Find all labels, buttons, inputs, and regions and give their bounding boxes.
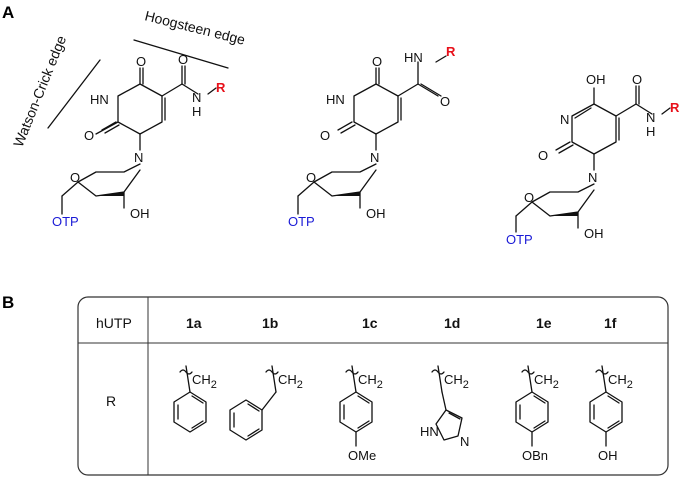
substituent-1f: CH2 OH xyxy=(589,365,633,463)
n-1d: N xyxy=(460,434,469,449)
substituent-table: hUTP 1a 1b 1c 1d 1e 1f R CH2 CH2 xyxy=(77,296,669,476)
atom-o-c2-1: O xyxy=(84,128,94,143)
substituent-1b: CH2 xyxy=(229,365,303,441)
atom-oh-1: OH xyxy=(130,206,150,221)
structure-3: OH O N O N N H R O OH OTP xyxy=(506,72,680,247)
watson-crick-edge-line xyxy=(47,59,101,129)
atom-o-amide-1: O xyxy=(178,52,188,67)
ch2-1e: CH2 xyxy=(534,372,559,391)
hoogsteen-edge-annotation: Hoogsteen edge xyxy=(133,7,247,69)
substituent-1c: CH2 OMe xyxy=(339,365,383,463)
atom-o-amide-3: O xyxy=(632,72,642,87)
panel-label-b: B xyxy=(2,293,14,312)
atom-r-2: R xyxy=(446,44,456,59)
atom-hn-1: HN xyxy=(90,92,109,107)
atom-n-amide-1: N xyxy=(192,90,201,105)
atom-h-amide-1: H xyxy=(192,104,201,119)
atom-oh-top-3: OH xyxy=(586,72,606,87)
atom-n1-3: N xyxy=(588,170,597,185)
watson-crick-edge-label: Watson-Crick edge xyxy=(10,33,69,149)
compound-1b: 1b xyxy=(262,315,278,331)
panel-label-a: A xyxy=(2,3,14,22)
table-frame xyxy=(77,296,669,476)
atom-o-ring-3: O xyxy=(524,190,534,205)
atom-o-top-1: O xyxy=(136,54,146,69)
atom-o-c2-3: O xyxy=(538,148,548,163)
oh-1f: OH xyxy=(598,448,618,463)
compound-1d: 1d xyxy=(444,315,460,331)
atom-o-ring-2: O xyxy=(306,170,316,185)
ch2-1c: CH2 xyxy=(358,372,383,391)
atom-n3-3: N xyxy=(560,112,569,127)
substituent-1e: CH2 OBn xyxy=(515,365,559,463)
atom-n-amide-3: N xyxy=(646,110,655,125)
structure-2: O HN R O HN O N O OH OTP xyxy=(288,44,456,229)
atom-r-3: R xyxy=(670,100,680,115)
compound-1f: 1f xyxy=(604,315,617,331)
substituent-1d: CH2 HN N xyxy=(420,365,469,449)
atom-o-top-2: O xyxy=(372,54,382,69)
substituent-1a: CH2 xyxy=(173,365,217,433)
atom-o-ring-1: O xyxy=(70,170,80,185)
atom-hn-2: HN xyxy=(326,92,345,107)
atom-oh-2: OH xyxy=(366,206,386,221)
atom-oh-3: OH xyxy=(584,226,604,241)
atom-h-amide-3: H xyxy=(646,124,655,139)
compound-1c: 1c xyxy=(362,315,378,331)
atom-n1-1: N xyxy=(134,150,143,165)
structure-1: O O HN O N N H R O OH OTP xyxy=(52,52,226,229)
atom-hn-amide-2: HN xyxy=(404,50,423,65)
atom-otp-1: OTP xyxy=(52,214,79,229)
ch2-1f: CH2 xyxy=(608,372,633,391)
row-label-r: R xyxy=(106,393,116,409)
atom-n1-2: N xyxy=(370,150,379,165)
hoogsteen-edge-line xyxy=(133,39,229,69)
compound-1a: 1a xyxy=(186,315,202,331)
ch2-1d: CH2 xyxy=(444,372,469,391)
ome-1c: OMe xyxy=(348,448,376,463)
atom-otp-2: OTP xyxy=(288,214,315,229)
atom-o-amide-2: O xyxy=(440,94,450,109)
compound-1e: 1e xyxy=(536,315,552,331)
obn-1e: OBn xyxy=(522,448,548,463)
atom-r-1: R xyxy=(216,80,226,95)
table-header-label: hUTP xyxy=(96,315,132,331)
hn-1d: HN xyxy=(420,424,439,439)
ch2-1a: CH2 xyxy=(192,372,217,391)
ch2-1b: CH2 xyxy=(278,372,303,391)
atom-o-c2-2: O xyxy=(320,128,330,143)
atom-otp-3: OTP xyxy=(506,232,533,247)
hoogsteen-edge-label: Hoogsteen edge xyxy=(143,7,247,47)
